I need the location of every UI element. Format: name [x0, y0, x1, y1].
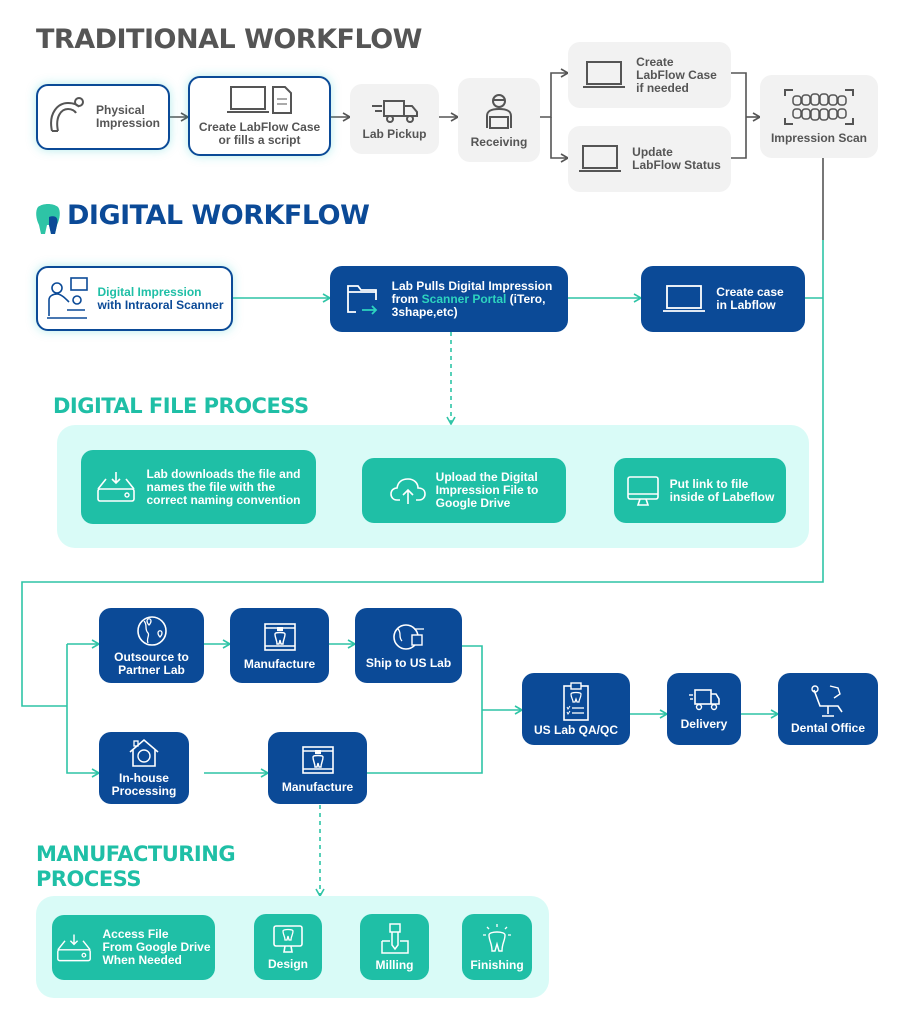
cloud-upload-icon — [389, 477, 426, 504]
folder-import-icon — [346, 285, 377, 315]
global-shipping-icon — [392, 624, 424, 650]
digital-file-process-title: DIGITAL FILE PROCESS — [53, 394, 309, 418]
teeth-scan-icon — [784, 89, 854, 125]
digital-workflow-title: DIGITAL WORKFLOW — [67, 200, 370, 231]
step-outsource-partner-lab: Outsource to Partner Lab — [99, 608, 204, 683]
laptop-document-icon — [226, 86, 292, 114]
step-delivery: Delivery — [667, 673, 741, 745]
laptop-icon — [579, 145, 622, 172]
digital-connectors — [21, 240, 824, 898]
milling-drill-icon — [380, 922, 409, 954]
label: Delivery — [680, 716, 728, 731]
laptop-icon — [583, 61, 626, 88]
dentist-scanner-icon — [47, 276, 89, 319]
clipboard-tooth-icon — [563, 681, 589, 721]
label-line-1: Digital Impression — [97, 284, 202, 299]
traditional-connectors — [170, 68, 824, 240]
step-put-link-labeflow: Put link to file inside of Labeflow — [614, 458, 786, 523]
label: Finishing — [470, 957, 524, 972]
label-line-3: 3shape,etc) — [391, 304, 458, 319]
label: Create case in Labflow — [716, 285, 784, 312]
label-line-1: Lab Pulls Digital Impression — [391, 278, 553, 293]
title-line-2: PROCESS — [36, 867, 141, 891]
step-dental-office: Dental Office — [778, 673, 878, 745]
step-lab-pickup: Lab Pickup — [350, 84, 439, 154]
label: Create LabFlow Case or fills a script — [198, 120, 321, 147]
scanner-portal-highlight: Scanner Portal — [421, 291, 507, 306]
monitor-icon — [626, 475, 659, 506]
step-access-file: Access File From Google Drive When Neede… — [52, 915, 215, 980]
tooth-logo-icon — [36, 204, 60, 234]
label: Lab downloads the file and names the fil… — [146, 466, 301, 507]
step-digital-impression: Digital Impression with Intraoral Scanne… — [36, 266, 233, 331]
label: Lab Pickup — [362, 126, 427, 141]
truck-icon — [371, 99, 418, 123]
label: Access File From Google Drive When Neede… — [102, 927, 211, 967]
step-manufacture-inhouse: Manufacture — [268, 732, 367, 804]
step-create-labflow-case: Create LabFlow Case or fills a script — [188, 76, 331, 156]
step-create-labflow-if-needed: Create LabFlow Case if needed — [568, 42, 731, 108]
label-line-2: from Scanner Portal (iTero, — [391, 291, 553, 306]
step-upload-google-drive: Upload the Digital Impression File to Go… — [362, 458, 566, 523]
monitor-tooth-icon — [273, 924, 303, 953]
step-impression-scan: Impression Scan — [760, 75, 878, 158]
label: In-house Processing — [111, 771, 177, 798]
label: Update LabFlow Status — [632, 145, 721, 172]
delivery-person-icon — [486, 93, 512, 129]
3d-printer-tooth-icon — [263, 623, 296, 651]
step-lab-pulls-digital-impression: Lab Pulls Digital Impression from Scanne… — [330, 266, 568, 332]
step-in-house-processing: In-house Processing — [99, 732, 189, 804]
label: Create LabFlow Case if needed — [636, 54, 717, 95]
delivery-truck-icon — [689, 688, 720, 710]
sparkling-tooth-icon — [483, 923, 511, 952]
download-drive-icon — [97, 472, 136, 502]
download-drive-icon — [57, 934, 92, 961]
step-manufacture-partner: Manufacture — [230, 608, 329, 683]
step-milling: Milling — [360, 914, 429, 980]
dental-tray-icon — [50, 97, 84, 132]
step-update-labflow-status: Update LabFlow Status — [568, 126, 731, 192]
step-ship-to-us-lab: Ship to US Lab — [355, 608, 462, 683]
step-design: Design — [254, 914, 322, 980]
traditional-workflow-title: TRADITIONAL WORKFLOW — [36, 24, 422, 55]
laptop-icon — [663, 285, 706, 312]
step-lab-downloads-file: Lab downloads the file and names the fil… — [81, 450, 316, 524]
label: Milling — [375, 957, 414, 972]
label: Ship to US Lab — [365, 656, 452, 670]
label: Manufacture — [281, 779, 354, 794]
step-receiving: Receiving — [458, 78, 540, 162]
label: Impression Scan — [770, 131, 868, 145]
label: Upload the Digital Impression File to Go… — [435, 470, 539, 510]
label: Dental Office — [790, 720, 865, 735]
label: Physical Impression — [95, 103, 161, 130]
label: Receiving — [470, 134, 528, 149]
label-line-2: with Intraoral Scanner — [97, 297, 224, 312]
step-finishing: Finishing — [462, 914, 532, 980]
label: Design — [267, 956, 308, 971]
3d-printer-tooth-icon — [301, 745, 334, 774]
label-text: from — [391, 291, 422, 306]
label: Put link to file inside of Labeflow — [669, 476, 775, 504]
house-tooth-icon — [129, 738, 159, 767]
step-us-lab-qa-qc: US Lab QA/QC — [522, 673, 630, 745]
step-physical-impression: Physical Impression — [36, 84, 170, 150]
dental-chair-icon — [811, 684, 843, 717]
label-text: (iTero, — [506, 291, 546, 306]
label: Outsource to Partner Lab — [114, 649, 189, 677]
label: US Lab QA/QC — [533, 722, 618, 737]
globe-location-icon — [136, 615, 167, 646]
title-line-1: MANUFACTURING — [36, 842, 236, 866]
step-create-case-labflow: Create case in Labflow — [641, 266, 805, 332]
label: Manufacture — [243, 657, 316, 671]
manufacturing-process-title: MANUFACTURING PROCESS — [36, 842, 236, 892]
